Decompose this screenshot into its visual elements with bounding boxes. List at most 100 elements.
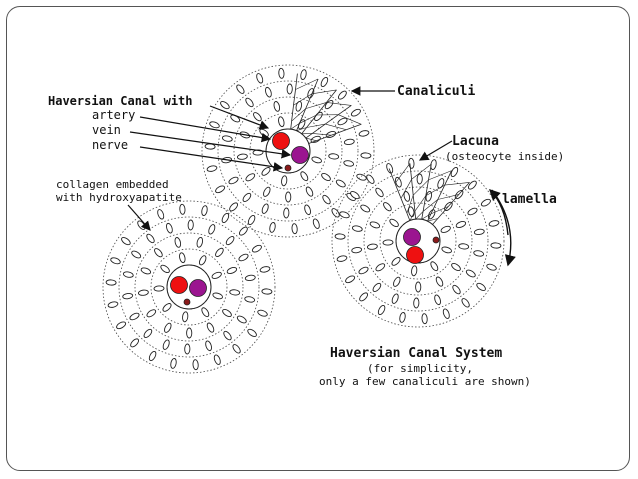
lacuna-oval-icon — [366, 243, 378, 250]
lacuna-oval-icon — [256, 73, 264, 84]
lacuna-oval-icon — [441, 246, 452, 254]
lacuna-oval-icon — [291, 223, 298, 235]
lacuna-oval-icon — [486, 263, 497, 271]
osteon-top — [201, 64, 375, 238]
lacuna-oval-icon — [263, 186, 271, 197]
canaliculus-line — [296, 127, 307, 131]
vein-pointer — [129, 131, 292, 159]
collagen-label-line1: collagen embedded — [56, 178, 169, 191]
lacuna-oval-icon — [300, 171, 309, 182]
canaliculus-line — [305, 133, 313, 139]
lacuna-oval-icon — [245, 97, 254, 108]
vein-dot-icon — [403, 228, 421, 246]
lacuna-oval-icon — [244, 296, 256, 303]
lacuna-oval-icon — [356, 173, 367, 181]
lacuna-oval-icon — [223, 330, 232, 341]
nerve-pointer — [139, 146, 284, 172]
lacuna-oval-icon — [283, 207, 290, 219]
lacuna-oval-icon — [350, 108, 361, 117]
lamella-ring — [118, 216, 260, 358]
lamella-label: lamella — [502, 192, 557, 207]
lacuna-oval-icon — [206, 165, 218, 172]
lacuna-oval-icon — [411, 265, 418, 277]
lacuna-oval-icon — [458, 243, 470, 250]
lacuna-oval-icon — [166, 222, 173, 234]
canaliculus-line — [326, 102, 352, 106]
lacuna-oval-icon — [336, 255, 348, 262]
lacuna-oval-icon — [416, 173, 423, 185]
canaliculi-sector — [388, 163, 470, 225]
canaliculus-line — [291, 108, 306, 122]
lacuna-oval-icon — [337, 117, 348, 126]
lacuna-oval-icon — [261, 167, 271, 176]
canaliculus-line — [411, 163, 432, 180]
lacuna-oval-icon — [351, 246, 363, 254]
lacuna-oval-icon — [421, 313, 428, 325]
lacuna-oval-icon — [382, 239, 394, 246]
canaliculus-line — [306, 123, 326, 128]
lacuna-oval-icon — [312, 218, 320, 229]
lacuna-oval-icon — [170, 358, 177, 369]
lacuna-oval-icon — [121, 237, 131, 246]
lacuna-oval-icon — [137, 289, 149, 296]
osteocyte-label: (osteocyte inside) — [445, 150, 564, 163]
canaliculus-line — [316, 134, 332, 142]
lacuna-oval-icon — [360, 152, 372, 159]
canaliculus-line — [290, 123, 300, 130]
lacuna-oval-icon — [261, 203, 269, 214]
lacuna-oval-icon — [278, 116, 285, 128]
lamella-ring — [134, 232, 244, 342]
lacuna-oval-icon — [211, 271, 222, 279]
canaliculus-line — [432, 218, 439, 225]
canaliculus-line — [331, 129, 347, 136]
canaliculus-line — [346, 123, 362, 131]
lacuna-oval-icon — [339, 211, 350, 219]
canaliculus-line — [388, 168, 396, 184]
canaliculus-line — [305, 93, 313, 109]
lacuna-oval-icon — [451, 263, 461, 271]
lacuna-label: Lacuna — [452, 134, 499, 149]
lacuna-oval-icon — [221, 212, 230, 224]
canaliculus-line — [312, 123, 326, 134]
lacuna-oval-icon — [480, 198, 491, 207]
lacuna-oval-icon — [215, 247, 224, 257]
lacuna-oval-icon — [335, 179, 346, 188]
vein-dot-icon — [291, 146, 309, 164]
lacuna-oval-icon — [434, 294, 441, 306]
haversian-canal-pointer — [209, 105, 270, 130]
canaliculus-line — [311, 89, 337, 95]
lacuna-oval-icon — [212, 292, 223, 300]
lacuna-oval-icon — [143, 328, 153, 338]
canaliculus-line — [305, 102, 327, 109]
lacuna-oval-icon — [201, 307, 210, 318]
lacuna-oval-icon — [295, 100, 303, 112]
lamella-ring — [217, 80, 359, 222]
lacuna-oval-icon — [201, 205, 208, 216]
lacuna-oval-icon — [153, 285, 165, 292]
lacuna-oval-icon — [358, 130, 370, 137]
lacuna-oval-icon — [442, 308, 450, 319]
haversian-canal — [395, 218, 441, 264]
lacuna-oval-icon — [229, 289, 241, 296]
lacuna-oval-icon — [146, 233, 155, 244]
canaliculus-line — [299, 108, 307, 124]
artery-dot-icon — [170, 276, 188, 294]
note-line1: (for simplicity, — [367, 362, 473, 375]
lacuna-oval-icon — [360, 204, 371, 213]
lacuna-oval-icon — [393, 276, 401, 287]
lacuna-oval-icon — [229, 202, 239, 212]
lacuna-oval-icon — [213, 354, 221, 365]
lacuna-oval-icon — [311, 156, 322, 164]
lacuna-oval-icon — [343, 138, 355, 146]
lacuna-oval-icon — [221, 135, 233, 142]
canaliculus-line — [437, 206, 449, 219]
lacuna-oval-icon — [324, 100, 334, 110]
canaliculus-line — [394, 163, 411, 184]
lacuna-oval-icon — [215, 185, 226, 194]
lacuna-oval-icon — [285, 191, 292, 203]
lacuna-oval-icon — [154, 248, 163, 258]
lacuna-oval-icon — [226, 267, 238, 274]
lacuna-oval-icon — [461, 298, 470, 308]
lacuna-oval-icon — [391, 257, 401, 266]
lacuna-oval-icon — [238, 226, 248, 236]
